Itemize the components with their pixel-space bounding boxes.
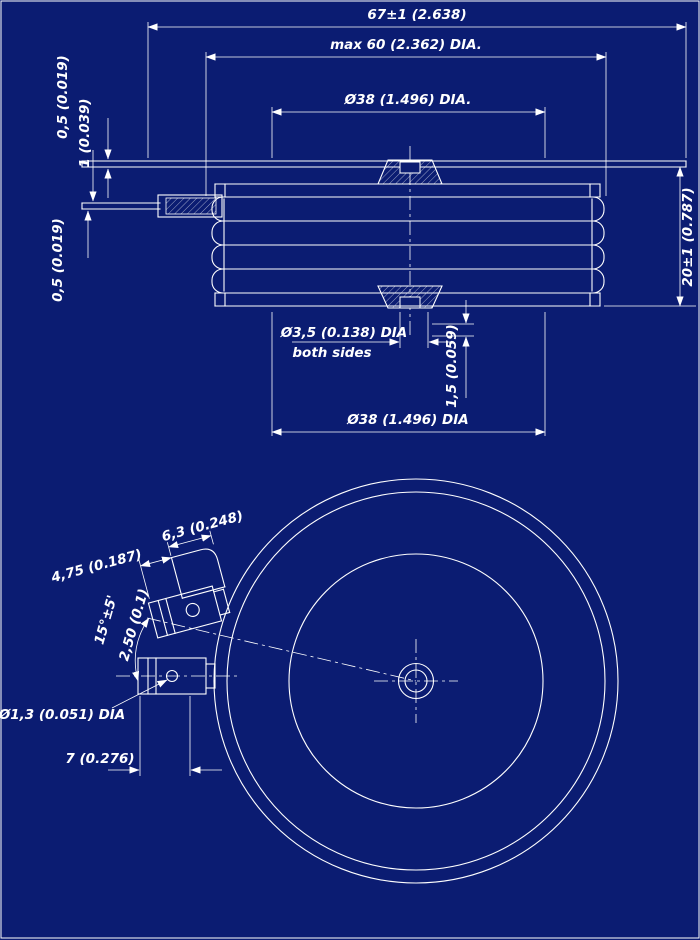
upper-gate-connector: 6,3 (0.248) 4,75 (0.187)	[49, 508, 245, 639]
body-circles	[213, 478, 619, 884]
dim-pole-diameter-top: Ø38 (1.496) DIA.	[344, 92, 472, 108]
upper-connector-hole	[185, 602, 200, 617]
bottom-flange	[214, 292, 601, 307]
side-view: 67±1 (2.638) max 60 (2.362) DIA. Ø38 (1.…	[50, 7, 696, 436]
dim-overall-width: 67±1 (2.638)	[367, 7, 466, 23]
gate-terminal-block	[157, 194, 223, 218]
dim-lead-spacing: 1 (0.039)	[77, 98, 93, 167]
dim-max-diameter: max 60 (2.362) DIA.	[330, 37, 482, 53]
dim-recess-depth: 1,5 (0.059)	[444, 324, 460, 408]
dim-body-height: 20±1 (0.787)	[680, 187, 696, 286]
dim-lead-angle: 15°±5'	[92, 593, 121, 646]
dim-lead-thickness-top: 0,5 (0.019)	[55, 55, 71, 139]
top-flange	[214, 183, 601, 198]
lower-connector-hole	[165, 669, 179, 683]
lead-width-dimension: 7 (0.276)	[65, 696, 222, 776]
gate-tab	[170, 548, 226, 599]
dim-lead-thickness-bottom: 0,5 (0.019)	[50, 218, 66, 302]
dim-tab-height: 2,50 (0.1)	[116, 587, 152, 663]
dim-hole-diameter: Ø1,3 (0.051) DIA	[0, 707, 125, 723]
gate-lead-strip	[81, 202, 161, 210]
angle-dimension-arc	[132, 617, 150, 682]
ceramic-fins	[211, 196, 605, 294]
dim-tab-width: 6,3 (0.248)	[160, 508, 245, 545]
top-pole-recess	[399, 161, 421, 174]
hole-leader-line	[111, 679, 168, 709]
lower-gate-connector	[137, 657, 216, 695]
dim-gate-hole-note: both sides	[292, 345, 371, 361]
anode-lead-strip	[81, 160, 687, 168]
bottom-pole-recess	[399, 296, 421, 309]
dim-gate-hole-diameter: Ø3,5 (0.138) DIA	[280, 325, 408, 341]
dim-pole-diameter-bottom: Ø38 (1.496) DIA	[346, 412, 468, 428]
dim-tab-offset: 4,75 (0.187)	[49, 547, 144, 587]
gate-axis-centerline	[146, 617, 417, 682]
gate-terminal-crimp	[165, 197, 217, 215]
top-view: 6,3 (0.248) 4,75 (0.187) 15°±5' 2,50 (0.…	[0, 478, 619, 884]
side-view-dimensions: 67±1 (2.638) max 60 (2.362) DIA. Ø38 (1.…	[50, 7, 696, 436]
dim-lead-width: 7 (0.276)	[65, 751, 134, 767]
